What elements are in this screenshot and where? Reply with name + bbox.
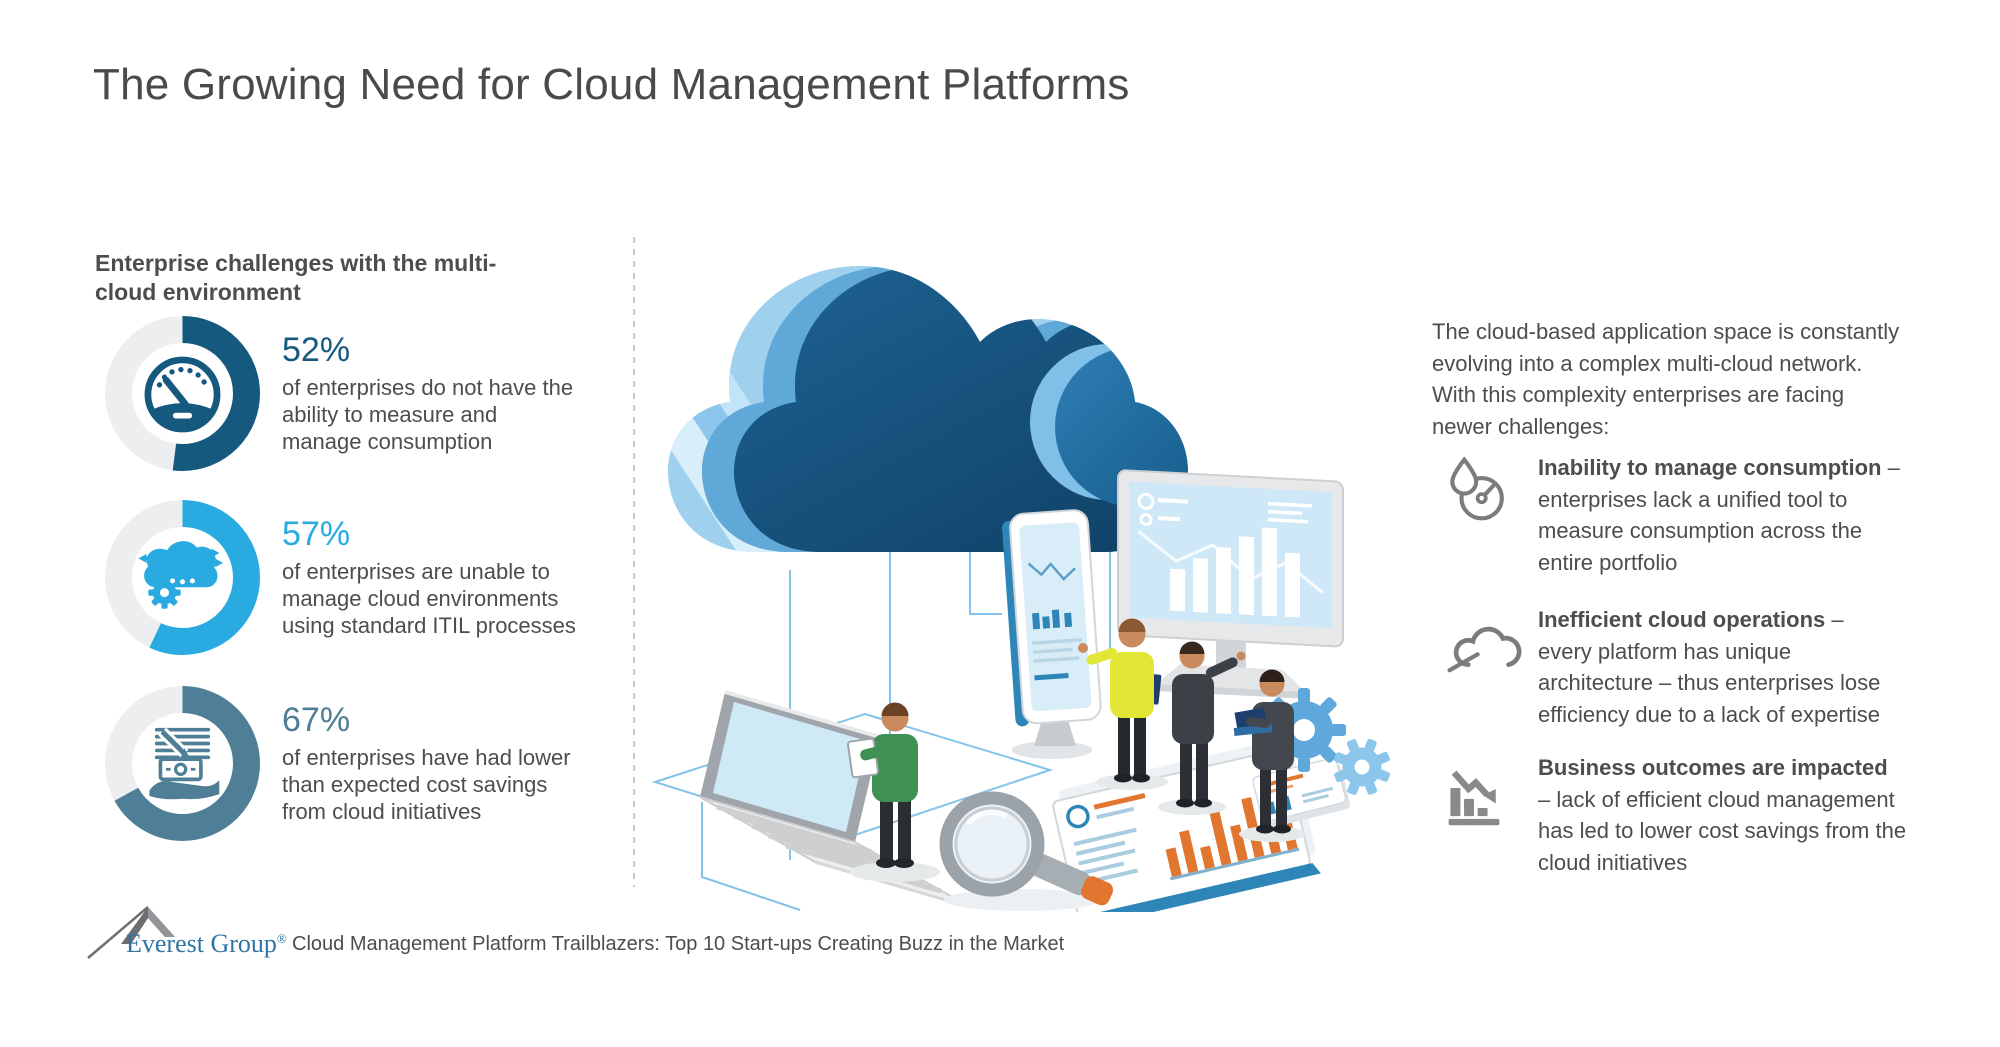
logo-wordmark: Everest Group: [126, 929, 277, 958]
mountain-peak-icon: [87, 906, 175, 959]
speedometer-gauge-icon: [144, 356, 221, 433]
cloud-management-illustration: [651, 266, 1391, 912]
bullet-body: – lack of efficient cloud management has…: [1538, 786, 1907, 875]
report-document-graphic: [1052, 738, 1321, 912]
declining-bar-chart-icon: [1445, 752, 1538, 878]
right-section-intro: The cloud-based application space is con…: [1432, 319, 1900, 439]
analytics-monitor-graphic: [1117, 469, 1344, 699]
bullet-title: Business outcomes are impacted: [1538, 755, 1888, 780]
bullet-separator: –: [1825, 607, 1844, 632]
stat-block-measure-consumption: 52% of enterprises do not have the abili…: [105, 316, 573, 471]
magnifier-icon: [939, 791, 1114, 911]
gears-icon: [1262, 688, 1391, 796]
stat-description: of enterprises do not have the ability t…: [282, 375, 574, 454]
bullet-body: every platform has unique architecture –…: [1538, 638, 1881, 727]
bullet-title: Inefficient cloud operations: [1538, 607, 1826, 632]
person-suit-laptop: [1233, 669, 1305, 842]
bullet-title: Inability to manage consumption: [1538, 455, 1882, 480]
registered-mark: ®: [276, 931, 287, 946]
donut-chart-57-percent: [105, 500, 260, 655]
bullet-separator: –: [1881, 455, 1900, 480]
cloud-automation-icon: [138, 541, 223, 609]
stat-description: of enterprises are unable to manage clou…: [282, 559, 576, 638]
smartphone-kiosk-graphic: [1002, 509, 1102, 759]
person-green-tablet: [847, 702, 940, 882]
stat-description: of enterprises have had lower than expec…: [282, 745, 571, 824]
challenge-consumption: Inability to manage consumption – enterp…: [1445, 452, 1985, 578]
stat-value: 57%: [282, 515, 351, 553]
person-suit-pointing: [1158, 641, 1246, 815]
donut-chart-52-percent: [105, 316, 260, 471]
person-yellow-kiosk: [1078, 618, 1168, 790]
page-title: The Growing Need for Cloud Management Pl…: [93, 60, 1130, 109]
donut-chart-67-percent: [105, 686, 260, 841]
droplet-gauge-icon: [1445, 452, 1538, 578]
stat-block-cost-savings: 67% of enterprises have had lower than e…: [105, 686, 571, 841]
dashed-divider: [633, 237, 635, 887]
everest-group-logo: Everest Group®: [126, 929, 287, 959]
cost-savings-hand-icon: [149, 727, 220, 800]
challenge-cloud-operations: Inefficient cloud operations – every pla…: [1445, 604, 1985, 730]
left-section-heading: Enterprise challenges with the multi- cl…: [95, 250, 497, 305]
footer-caption: Cloud Management Platform Trailblazers: …: [292, 933, 1065, 955]
stat-value: 67%: [282, 701, 351, 739]
challenge-business-outcomes: Business outcomes are impacted – lack of…: [1445, 752, 1985, 878]
stat-block-itil-processes: 57% of enterprises are unable to manage …: [105, 500, 576, 655]
stat-value: 52%: [282, 331, 351, 369]
cloud-slash-icon: [1445, 604, 1538, 730]
bullet-body: enterprises lack a unified tool to measu…: [1538, 486, 1863, 575]
